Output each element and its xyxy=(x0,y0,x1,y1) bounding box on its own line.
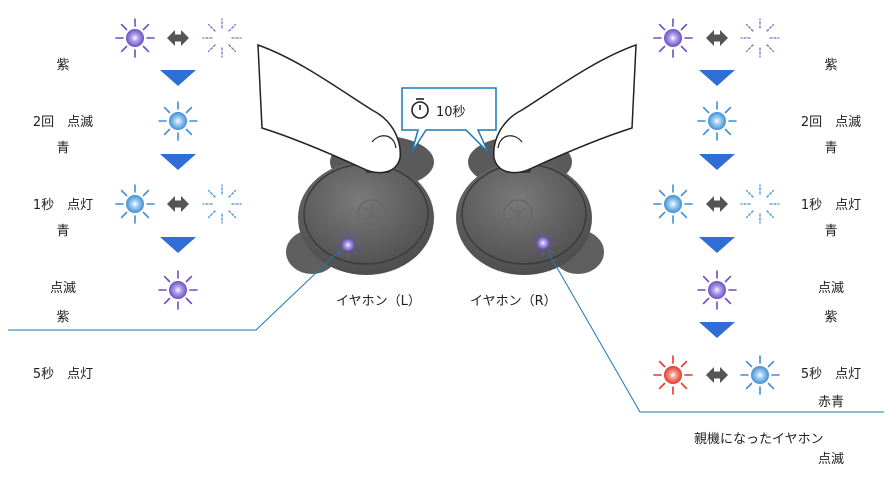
left-step1-led-on-icon xyxy=(115,18,155,58)
left-step2-led-on-icon xyxy=(158,101,198,141)
left-step3-led-off-icon xyxy=(202,184,242,224)
right-step-arrow-2 xyxy=(699,154,735,170)
right-step3-action: 点滅 xyxy=(817,281,844,296)
left-step1-blink-arrow-icon xyxy=(167,30,189,46)
earbud-left-led-icon xyxy=(334,231,362,259)
earphone-right-label: イヤホン（R） xyxy=(470,294,557,309)
right-step5-blink-arrow-icon xyxy=(706,367,728,383)
parent-earphone-label: 親機になったイヤホン xyxy=(694,432,824,447)
earbud-left-illustration xyxy=(286,136,434,275)
left-step3-action: 点滅 xyxy=(49,281,76,296)
right-step4-color: 紫 xyxy=(824,310,838,325)
left-step4-action: 5秒 点灯 xyxy=(32,367,94,382)
right-step1-action: 2回 点滅 xyxy=(800,115,862,130)
right-step3-blink-arrow-icon xyxy=(706,196,728,212)
right-step1-color: 紫 xyxy=(824,58,838,73)
right-sequence xyxy=(653,18,780,395)
left-step4-color: 紫 xyxy=(56,310,70,325)
right-step2-action: 1秒 点灯 xyxy=(800,198,862,213)
right-step-arrow-1 xyxy=(699,70,735,86)
right-step2-color: 青 xyxy=(824,141,838,156)
left-step3-blink-arrow-icon xyxy=(167,196,189,212)
left-step-arrow-1 xyxy=(160,70,196,86)
left-step4-label: 紫 5秒 点灯 xyxy=(20,270,106,403)
left-step-arrow-2 xyxy=(160,154,196,170)
left-step2-color: 青 xyxy=(56,141,70,156)
pairing-diagram xyxy=(8,18,884,413)
right-step5-led-blue-icon xyxy=(740,355,780,395)
right-step5-led-red-icon xyxy=(653,355,693,395)
right-step1-led-on-icon xyxy=(653,18,693,58)
right-step1-led-off-icon xyxy=(740,18,780,58)
timer-label: 10秒 xyxy=(436,105,466,120)
right-step-arrow-4 xyxy=(699,322,735,338)
left-sequence xyxy=(115,18,242,310)
left-step2-action: 1秒 点灯 xyxy=(32,198,94,213)
left-led-callout-line xyxy=(8,249,341,331)
right-step1-label: 紫 2回 点滅 xyxy=(786,18,876,151)
left-step1-label: 紫 2回 点滅 xyxy=(20,18,106,151)
right-step-arrow-3 xyxy=(699,237,735,253)
stopwatch-icon xyxy=(411,98,429,119)
timer-callout xyxy=(401,87,497,153)
right-step3-led-off-icon xyxy=(740,184,780,224)
right-step1-blink-arrow-icon xyxy=(706,30,728,46)
left-step1-led-off-icon xyxy=(202,18,242,58)
earbud-right-led-icon xyxy=(529,229,557,257)
left-step-arrow-3 xyxy=(160,237,196,253)
right-step3-color: 青 xyxy=(824,224,838,239)
right-step3-label: 青 点滅 xyxy=(786,184,876,317)
finger-left-illustration xyxy=(257,43,401,174)
right-led-callout-line xyxy=(547,251,884,413)
right-step2-led-on-icon xyxy=(697,101,737,141)
right-step2-label: 青 1秒 点灯 xyxy=(786,101,876,234)
right-step4-led-on-icon xyxy=(697,270,737,310)
right-step4-action: 5秒 点灯 xyxy=(800,367,862,382)
left-step3-color: 青 xyxy=(56,224,70,239)
left-step4-led-on-icon xyxy=(158,270,198,310)
left-step2-label: 青 1秒 点灯 xyxy=(20,101,106,234)
left-step1-color: 紫 xyxy=(56,58,70,73)
left-step3-label: 青 点滅 xyxy=(20,184,106,317)
left-step1-action: 2回 点滅 xyxy=(32,115,94,130)
right-step5-label: 赤青 点滅 xyxy=(786,355,876,488)
right-step4-label: 紫 5秒 点灯 xyxy=(786,270,876,403)
earphone-left-label: イヤホン（L） xyxy=(336,294,421,309)
right-step5-color: 赤青 xyxy=(817,395,844,410)
right-step3-led-on-icon xyxy=(653,184,693,224)
right-step5-action: 点滅 xyxy=(817,452,844,467)
finger-right-illustration xyxy=(493,43,637,174)
left-step3-led-on-icon xyxy=(115,184,155,224)
